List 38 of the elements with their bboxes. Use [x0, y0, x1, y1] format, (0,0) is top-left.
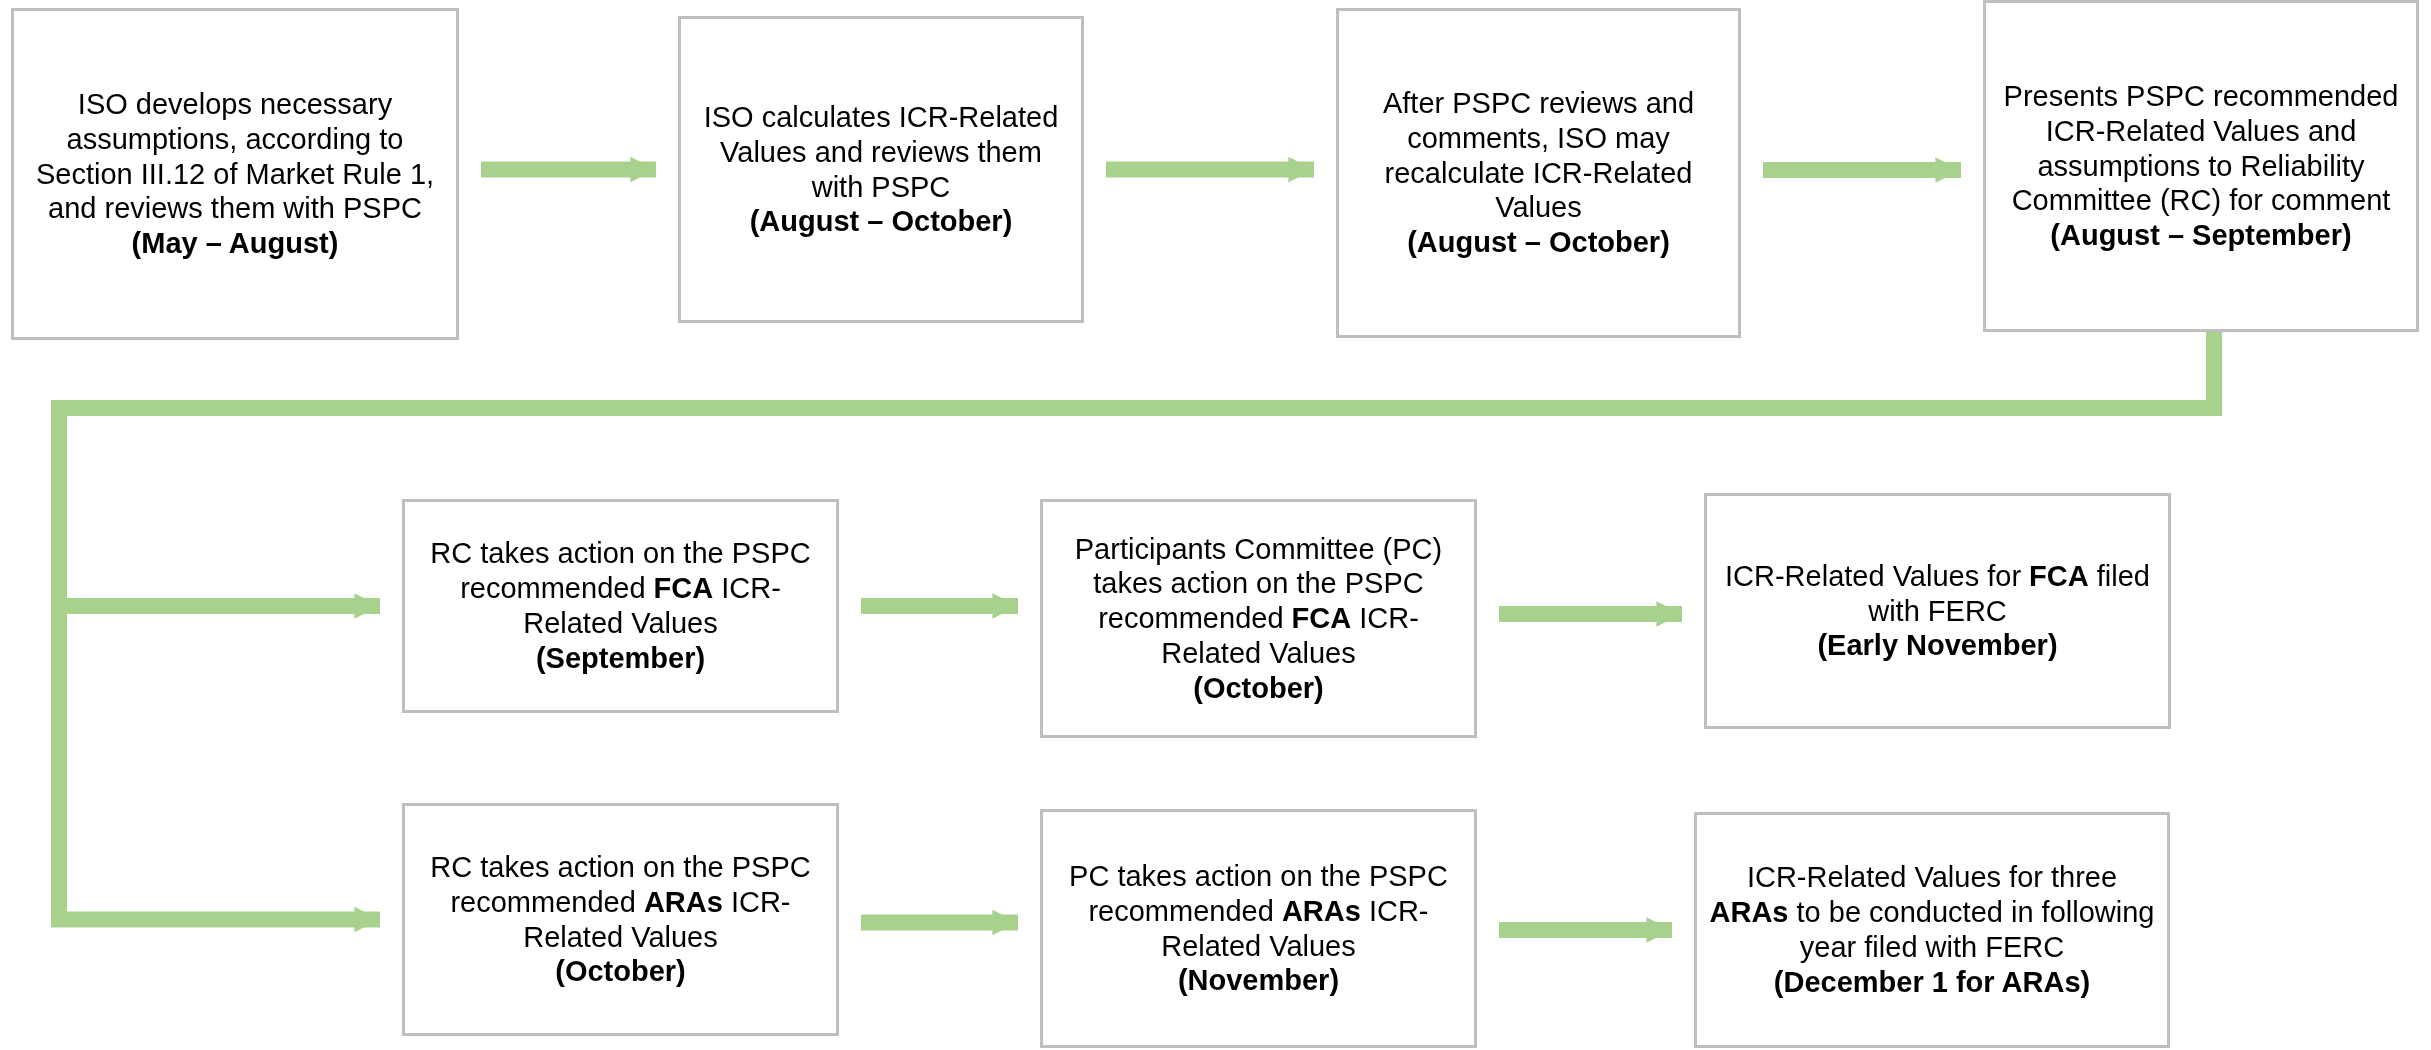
- process-box: [1040, 499, 1477, 738]
- arrow: [481, 156, 656, 183]
- step-text: Presents PSPC recommended ICR-Related Values and assumptions to Reliability Committee (RC) for comment: [2002, 79, 2400, 219]
- process-box: [1040, 809, 1477, 1048]
- step-text: ISO calculates ICR-Related Values and reviews them with PSPC: [702, 99, 1060, 205]
- arrow: [861, 909, 1018, 936]
- arrow: [861, 593, 1018, 619]
- date-range: (September): [535, 640, 706, 676]
- process-box: [1694, 812, 2170, 1048]
- date-range: (November): [1177, 963, 1340, 999]
- step-text: ICR-Related Values for FCA filed with FERC: [1724, 558, 2151, 629]
- process-box: [11, 8, 459, 340]
- arrow: [1499, 917, 1672, 943]
- date-range: (December 1 for ARAs): [1773, 964, 2091, 1000]
- process-box: [678, 16, 1084, 323]
- step-text: RC takes action on the PSPC recommended ARAs ICR-Related Values: [429, 849, 812, 955]
- arrow: [1499, 601, 1682, 627]
- date-range: (August – September): [2050, 218, 2352, 253]
- arrow: [1763, 157, 1961, 183]
- step-text: RC takes action on the PSPC recommended FCA ICR-Related Values: [429, 536, 812, 641]
- process-box: [1983, 0, 2419, 332]
- date-range: (May – August): [131, 226, 339, 261]
- date-range: (Early November): [1817, 628, 2058, 664]
- process-box: [1704, 493, 2171, 729]
- date-range: (August – October): [749, 204, 1013, 240]
- process-box: [402, 803, 839, 1036]
- step-text: PC takes action on the PSPC recommended ARAs ICR-Related Values: [1068, 858, 1449, 964]
- step-text: ICR-Related Values for three ARAs to be conducted in following year filed with FERC: [1708, 860, 2156, 965]
- process-box: [402, 499, 839, 713]
- arrow: [1106, 156, 1314, 183]
- arrow: [51, 332, 2223, 933]
- date-range: (October): [1193, 670, 1324, 706]
- step-text: After PSPC reviews and comments, ISO may recalculate ICR-Related Values: [1381, 86, 1696, 226]
- date-range: (October): [555, 954, 686, 990]
- step-text: ISO develops necessary assumptions, according to Section III.12 of Market Rule 1, and reviews them with PSPC: [34, 87, 436, 227]
- date-range: (August – October): [1407, 225, 1670, 260]
- step-text: Participants Committee (PC) takes action on the PSPC recommended FCA ICR-Related Values: [1073, 531, 1444, 671]
- process-box: [1336, 8, 1741, 338]
